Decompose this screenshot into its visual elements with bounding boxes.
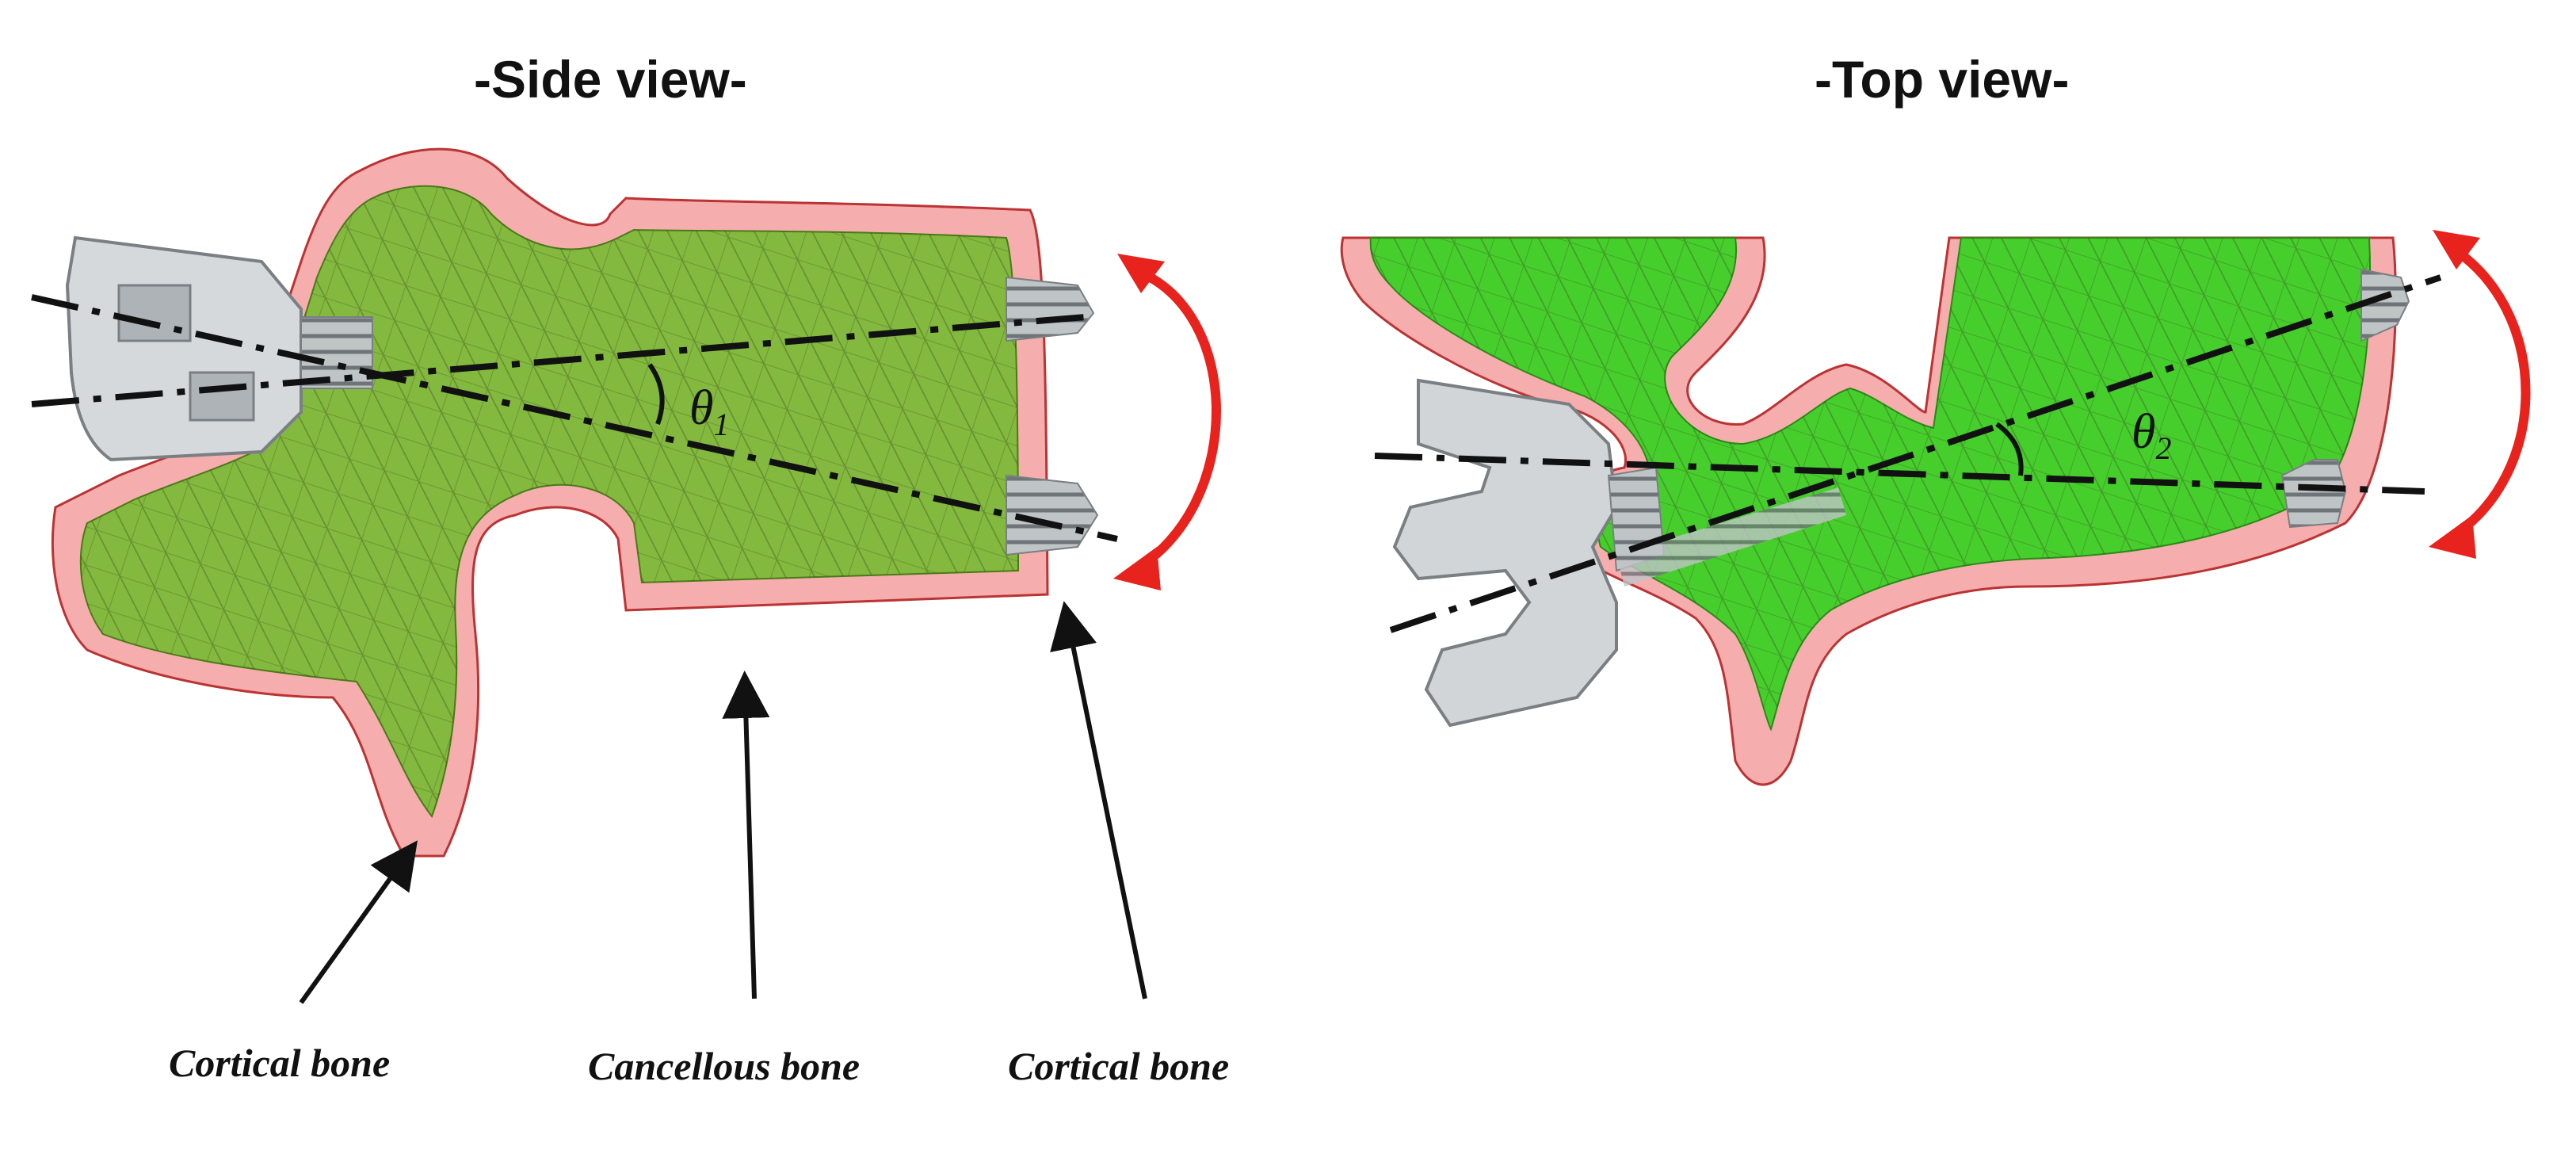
top-rotation-arrow	[2445, 241, 2531, 544]
side-screw-head	[65, 235, 373, 462]
top-angle-arc	[1995, 422, 2024, 476]
top-view: θ2	[1340, 230, 2531, 786]
side-screw-tips	[1006, 276, 1099, 556]
arrow-cortical-left	[299, 840, 418, 1004]
theta1-label: θ1	[689, 381, 729, 442]
label-cortical-bone-right: Cortical bone	[1008, 1044, 1230, 1088]
arrow-cortical-right	[1050, 601, 1147, 999]
side-rotation-arrow	[1131, 265, 1221, 575]
top-screw-tips	[2280, 268, 2410, 529]
label-cortical-bone-left: Cortical bone	[169, 1041, 391, 1085]
arrow-cancellous	[722, 671, 770, 999]
top-screw-axes	[1374, 274, 2442, 633]
theta2-label: θ2	[2131, 405, 2171, 466]
side-view-title: -Side view-	[474, 50, 747, 109]
top-view-title: -Top view-	[1815, 50, 2070, 109]
side-screw-axes	[31, 294, 1118, 542]
label-cancellous-bone: Cancellous bone	[588, 1044, 861, 1088]
side-angle-arc	[647, 363, 665, 426]
side-view: θ1	[31, 147, 1221, 1004]
